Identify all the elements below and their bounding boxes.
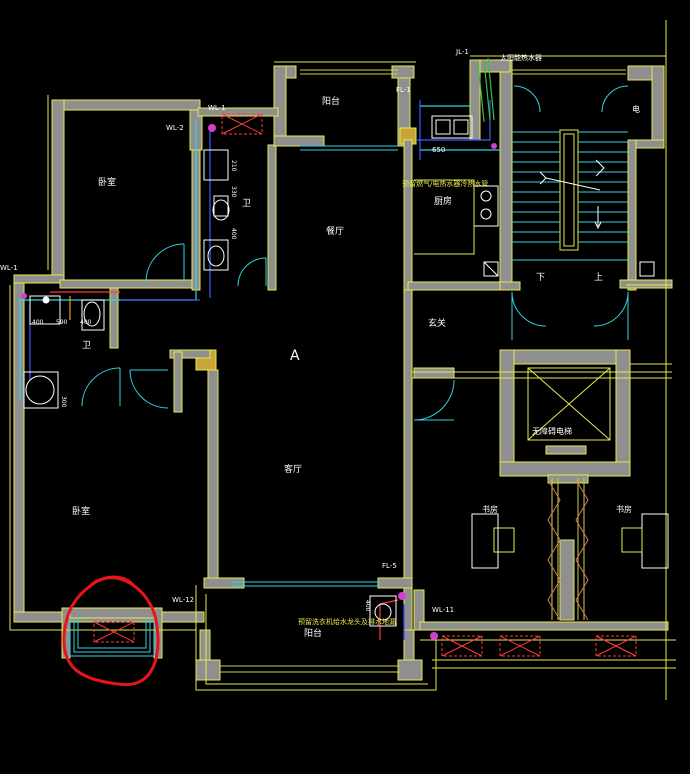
tag-fl1: FL-1: [396, 86, 411, 94]
dim-300: 300: [60, 396, 67, 408]
room-study-left: 书房: [482, 504, 498, 514]
wall-outlines: [9, 20, 676, 700]
balcony-note: 预留洗衣机给水龙头及排水地漏: [298, 617, 396, 626]
tag-jl1: JL-1: [455, 48, 469, 56]
riser-markers: [21, 124, 497, 640]
tag-wl1: WL-1: [208, 104, 226, 112]
tag-solar: 太阳能热水器: [500, 53, 542, 62]
tag-wl2: WL-2: [166, 124, 184, 132]
dim-330: 330: [230, 186, 237, 198]
stair-up: 上: [594, 272, 603, 283]
tag-wl1-left: WL-1: [0, 264, 18, 272]
unit-label: A: [290, 348, 300, 364]
stair-direction-arrows: [594, 206, 602, 230]
ac-platform-lines: [69, 618, 155, 657]
dim-210: 210: [230, 160, 237, 172]
dim-400a: 400: [230, 228, 237, 240]
dim-650: 650: [432, 146, 445, 154]
staircase: [512, 129, 628, 261]
highlight-circle: [62, 575, 160, 687]
ac-units: [93, 113, 637, 657]
room-balcony-bottom: 阳台: [304, 627, 322, 639]
elevator-car: [527, 367, 611, 455]
dim-400c: 400: [80, 319, 92, 326]
dim-400d: 400: [364, 600, 371, 612]
stair-down: 下: [536, 273, 545, 283]
room-bath-left: 卫: [82, 341, 91, 351]
room-bath-top: 卫: [242, 199, 251, 209]
doors: [81, 85, 629, 587]
room-bedroom-bottom: 卧室: [72, 505, 90, 517]
fixtures: [23, 115, 669, 627]
room-study-right: 书房: [616, 504, 632, 514]
room-entry: 玄关: [428, 317, 446, 329]
walls: [13, 59, 673, 681]
heater-note: 预留燃气/电热水器冷热水管: [402, 179, 488, 188]
room-living-top: 餐厅: [326, 225, 344, 237]
room-bedroom-top: 卧室: [98, 176, 116, 188]
tag-fl5: FL-5: [382, 562, 397, 570]
room-elevator: 无障碍电梯: [532, 426, 572, 436]
tag-wl12: WL-12: [172, 596, 194, 604]
right-cut-text: 电: [632, 104, 640, 114]
room-balcony-top: 阳台: [322, 95, 340, 107]
dim-400b: 400: [32, 319, 44, 326]
hatch-areas: [220, 69, 626, 673]
room-living-mid: 客厅: [284, 463, 302, 475]
room-kitchen: 厨房: [434, 195, 452, 207]
dim-590: 590: [56, 319, 68, 326]
tag-wl11: WL-11: [432, 606, 454, 614]
